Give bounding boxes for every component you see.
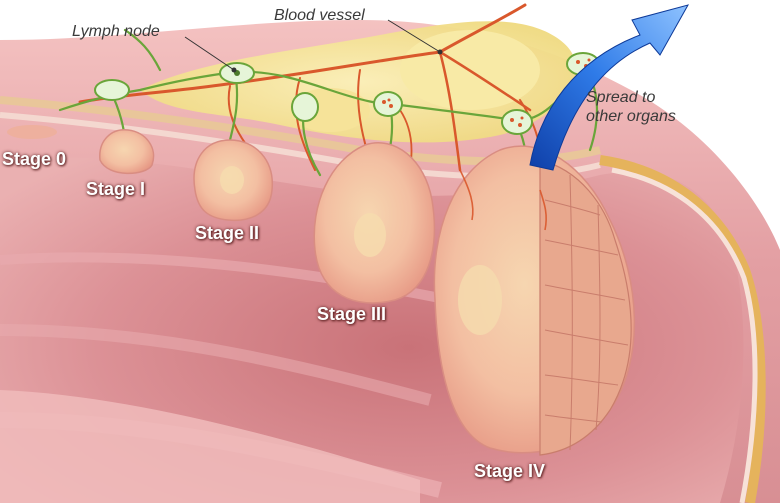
tumor-cell-pattern xyxy=(544,174,629,451)
tumor-stage-i xyxy=(99,129,155,175)
stage-ii-label: Stage II xyxy=(195,223,260,243)
blood-vessel-label: Blood vessel xyxy=(274,7,365,24)
lymph-node-infected xyxy=(373,91,403,117)
stage-iv-label: Stage IV xyxy=(474,461,546,481)
lymph-node-label: Lymph node xyxy=(72,23,160,40)
mucosal-fold xyxy=(0,324,432,406)
spread-label-line1: Spread to xyxy=(586,89,656,106)
muscle-layer xyxy=(599,155,766,503)
lymph-node-infected xyxy=(501,109,533,135)
blood-vessel-leader-line xyxy=(387,19,441,53)
stage-0-label: Stage 0 xyxy=(2,149,67,169)
stage-iii-label: Stage III xyxy=(317,304,387,324)
spread-arrow-icon xyxy=(529,4,690,171)
tumors xyxy=(7,125,636,456)
tumor-stage-0 xyxy=(7,125,57,139)
lymph-node xyxy=(291,92,319,122)
muscle-layer xyxy=(611,167,758,503)
lymph-nodes xyxy=(94,52,600,135)
stage-i-label: Stage I xyxy=(86,179,146,199)
spread-label-line2: other organs xyxy=(586,108,676,125)
colon-bottom-wall xyxy=(0,390,420,503)
lymph-node xyxy=(94,79,130,101)
tumor-stage-iv-section xyxy=(539,159,632,456)
lymph-node-leader-line xyxy=(184,36,235,71)
